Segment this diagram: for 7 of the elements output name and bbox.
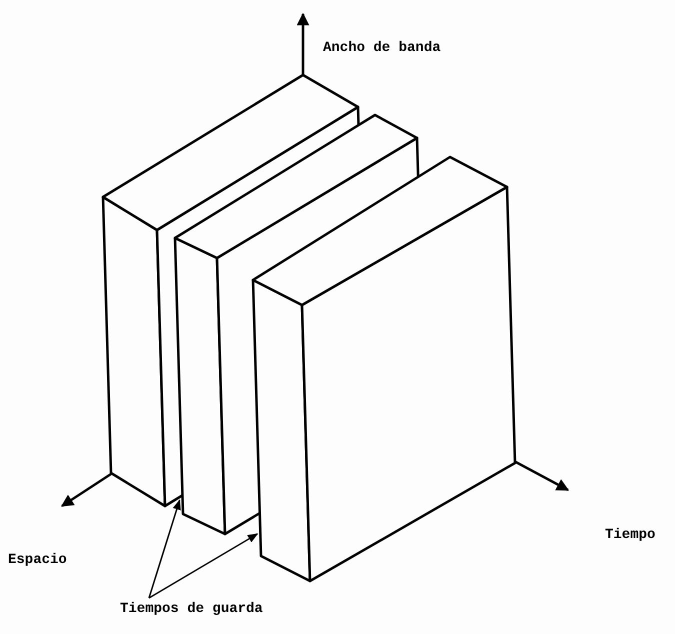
axis-label: Ancho de banda <box>323 40 441 56</box>
leader-line <box>148 533 258 599</box>
leader-line <box>148 499 181 598</box>
axis-label: Tiempo <box>605 527 656 543</box>
callout-text: Tiempos de guarda <box>120 600 263 618</box>
axis-label: Espacio <box>8 552 67 568</box>
slabs-drawing <box>102 74 516 582</box>
